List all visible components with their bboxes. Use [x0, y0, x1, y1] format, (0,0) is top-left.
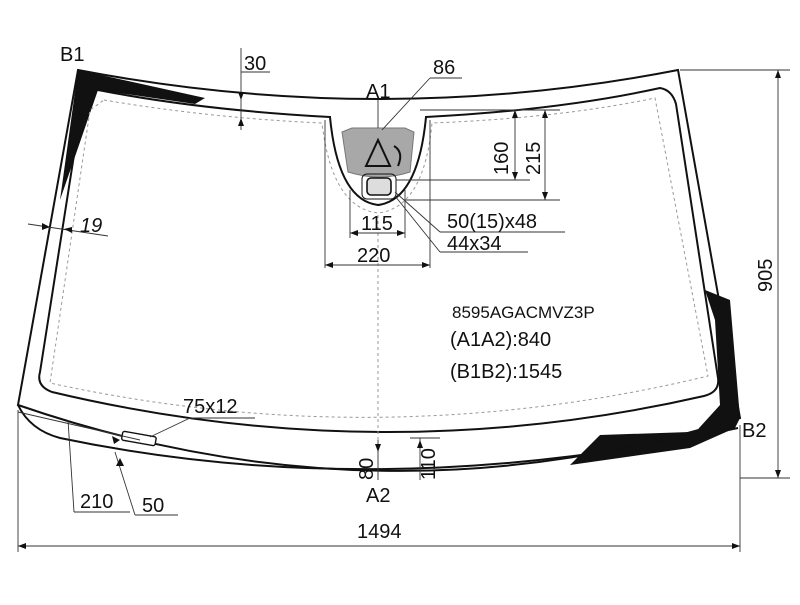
- frit-right: [690, 290, 740, 438]
- dim-bracket-from-top: 215: [523, 142, 545, 175]
- info-b1b2: (B1B2):1545: [450, 361, 562, 383]
- dim-sensor-from-top: 160: [491, 142, 513, 175]
- dim-vin-window: 75x12: [183, 396, 238, 418]
- point-a1: A1: [366, 81, 390, 103]
- vin-window: [121, 430, 157, 447]
- info-a1a2: (A1A2):840: [450, 329, 551, 351]
- rounded-rect-icon: [366, 177, 392, 196]
- dashed-inner: [49, 97, 709, 418]
- dim-overall-height: 905: [755, 259, 777, 292]
- dim-bottom-110: 110: [418, 448, 440, 480]
- sensor-outer-box: [361, 173, 397, 200]
- point-b1: B1: [60, 44, 84, 66]
- glass-outer: [16, 68, 742, 472]
- dim-bracket-inner-width: 115: [361, 213, 393, 235]
- dim-bottom-210: 210: [80, 491, 113, 513]
- point-b2: B2: [742, 420, 766, 442]
- frit-inner-edge: [38, 86, 720, 433]
- triangle-sensor-icon: [364, 137, 392, 167]
- dim-side-border: 19: [80, 215, 102, 237]
- frit-top-left: [60, 70, 205, 200]
- sensor-bracket: [341, 127, 415, 178]
- dim-bottom-50: 50: [142, 495, 164, 517]
- part-code: 8595AGACMVZ3P: [452, 303, 595, 322]
- glass-bottom-band: [17, 404, 739, 471]
- dim-camera-window: 50(15)x48: [447, 211, 537, 233]
- dim-bracket-outer-width: 220: [357, 245, 390, 267]
- point-a2: A2: [366, 485, 390, 507]
- dim-top-offset: 30: [244, 53, 266, 75]
- dim-sensor-window: 44x34: [447, 233, 502, 255]
- sensor-tick-icon: [393, 145, 402, 167]
- dim-overall-width: 1494: [357, 521, 402, 543]
- dim-bracket-height: 86: [433, 57, 455, 79]
- dim-bottom-80: 80: [356, 458, 378, 480]
